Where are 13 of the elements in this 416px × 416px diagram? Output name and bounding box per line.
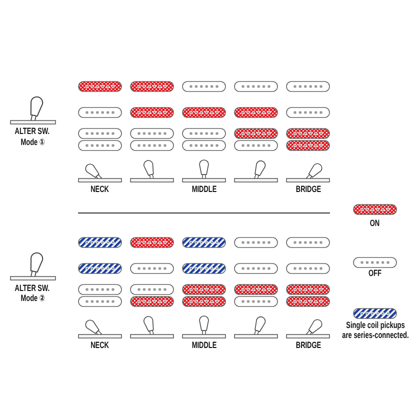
mode-label: Mode ②	[20, 294, 45, 304]
legend-label: ON	[370, 219, 380, 229]
position-label: BRIDGE	[295, 185, 321, 195]
legend-label: Single coil pickups are series-connected.	[342, 321, 408, 341]
position-label: MIDDLE	[191, 185, 216, 195]
position-label: BRIDGE	[295, 341, 321, 351]
mode-label: Mode ①	[20, 138, 45, 148]
position-label: NECK	[90, 185, 109, 195]
position-label: NECK	[90, 341, 109, 351]
legend-label: OFF	[368, 269, 382, 279]
switch-label: ALTER SW.	[14, 284, 50, 294]
position-label: MIDDLE	[191, 341, 216, 351]
switch-label: ALTER SW.	[14, 127, 50, 137]
